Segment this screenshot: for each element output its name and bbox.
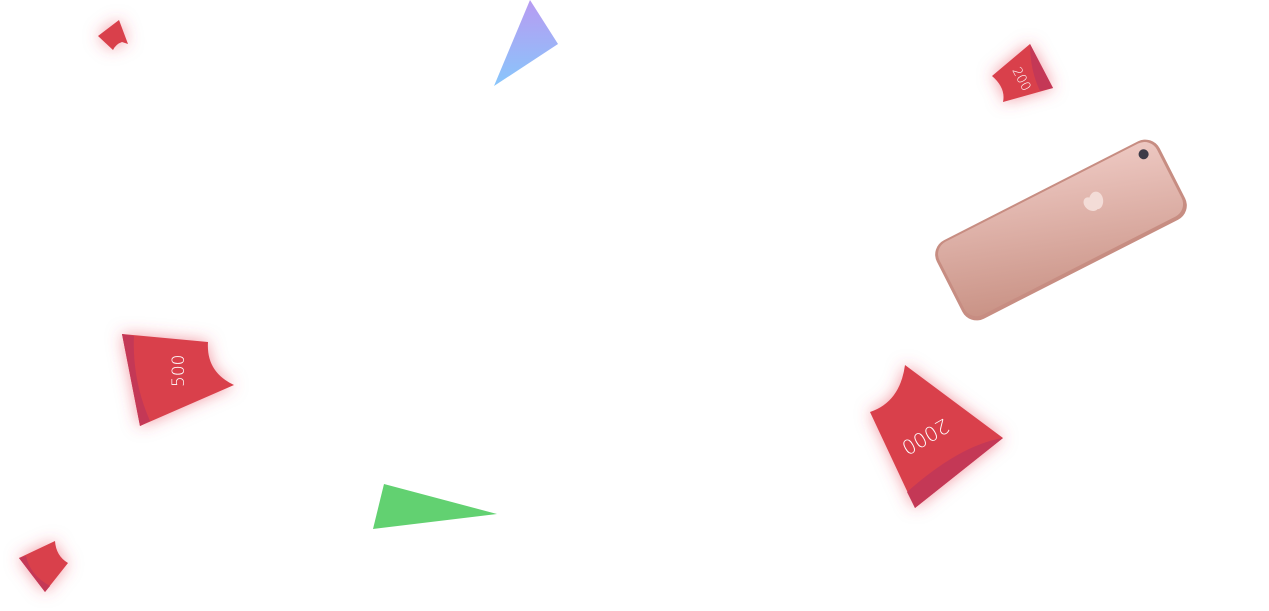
envelope-200: 200	[992, 44, 1053, 102]
small-envelope-top-left	[98, 20, 128, 50]
camera-icon	[1138, 149, 1149, 160]
phone-image	[935, 139, 1187, 321]
envelope-500-label: 500	[169, 355, 189, 387]
apple-logo-icon	[1083, 191, 1104, 212]
purple-triangle	[494, 0, 558, 86]
envelope-2000: 2000	[870, 365, 1003, 508]
green-triangle	[373, 484, 497, 529]
envelope-500: 500	[122, 334, 234, 426]
small-envelope-bottom-left	[19, 541, 68, 592]
